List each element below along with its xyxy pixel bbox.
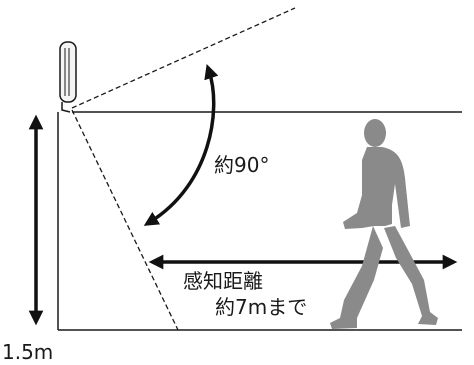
lower-detection-boundary: [71, 109, 179, 331]
detection-range-value: 約7mまで: [215, 295, 308, 319]
mounting-height-label: 1.5m: [2, 340, 54, 364]
walking-person-icon: [330, 119, 438, 329]
angle-arc-arrow: [143, 64, 219, 226]
detection-range-title: 感知距離: [183, 269, 263, 293]
upper-detection-boundary: [71, 7, 296, 109]
wall-mounted-sensor-icon: [59, 41, 77, 113]
angle-label: 約90°: [214, 153, 270, 177]
